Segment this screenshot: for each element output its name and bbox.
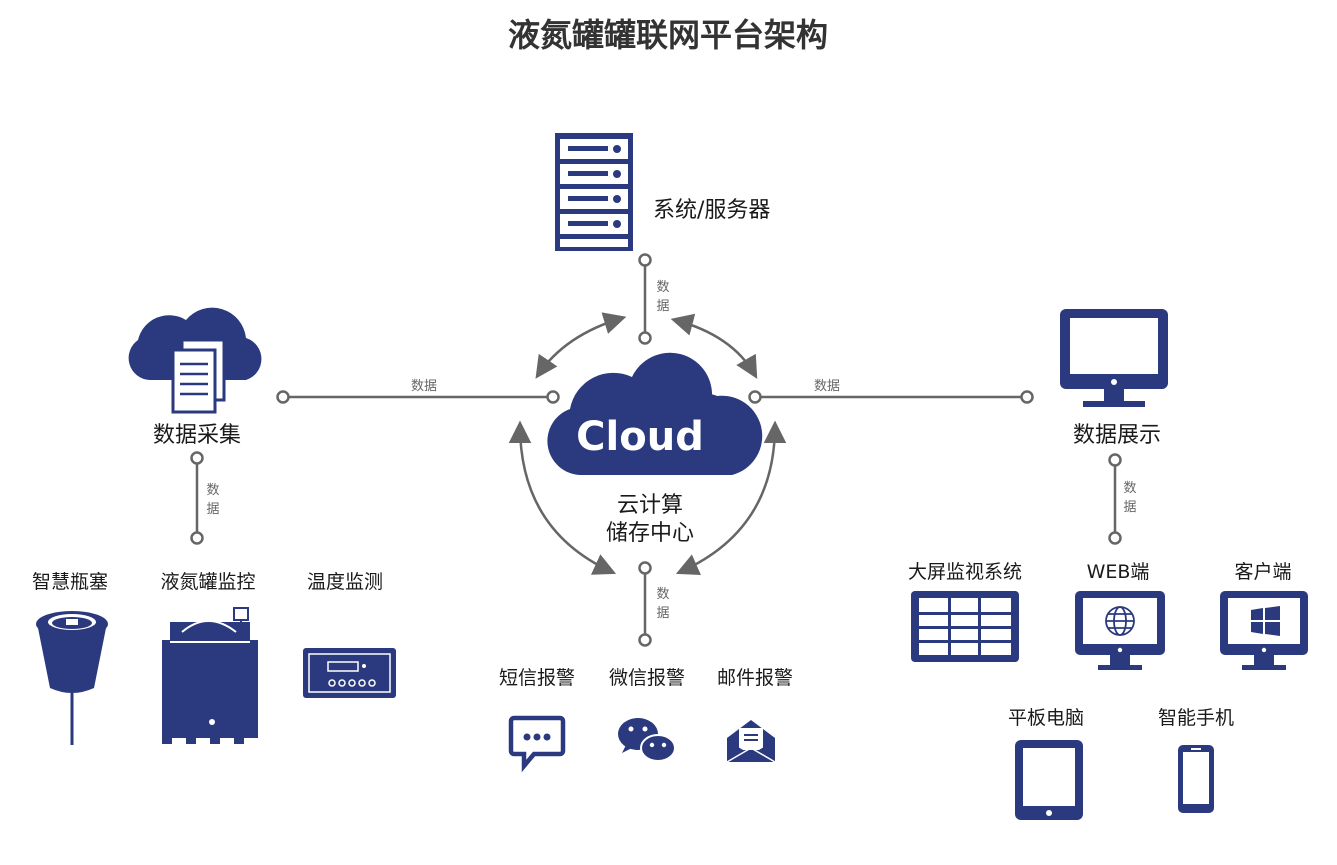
edge-label-left: 数据: [411, 379, 437, 394]
client-label-tablet: 平板电脑: [1008, 707, 1084, 729]
client-label-bigscreen: 大屏监视系统: [908, 561, 1022, 583]
display-node: 数据展示: [1060, 309, 1168, 448]
client-label-web: WEB端: [1087, 561, 1150, 583]
display-label: 数据展示: [1073, 423, 1161, 448]
cloud-icon: [547, 352, 763, 475]
edge-label-bottom-2: 据: [656, 606, 669, 621]
temperature-monitor-icon: [303, 648, 396, 698]
email-icon: [726, 720, 776, 763]
bottle-stopper-icon: [36, 611, 108, 745]
display-clients: 大屏监视系统 WEB端 客户端 平板电脑 智能手机: [908, 561, 1308, 820]
alarm-label-sms: 短信报警: [499, 667, 575, 689]
device-label-tank: 液氮罐监控: [160, 571, 255, 593]
edge-label-acq-1: 数: [206, 483, 219, 498]
diagram-title: 液氮罐罐联网平台架构: [508, 16, 828, 54]
edge-label-top-2: 据: [656, 299, 669, 314]
client-label-phone: 智能手机: [1158, 707, 1234, 729]
client-label-desktop: 客户端: [1234, 561, 1291, 583]
acquisition-node: 数据采集: [128, 307, 262, 448]
wechat-icon: [618, 718, 676, 762]
edge-label-disp-1: 数: [1123, 481, 1136, 496]
smartphone-icon: [1178, 745, 1214, 813]
connector-lines: [195, 260, 1117, 640]
acquisition-devices: 智慧瓶塞 液氮罐监控 温度监测: [32, 571, 396, 745]
cloud-word: Cloud: [576, 414, 704, 460]
circulation-arrows: [508, 312, 787, 576]
monitor-icon: [1060, 309, 1168, 407]
connector-endpoints: [190, 253, 1122, 647]
alarm-label-email: 邮件报警: [717, 667, 793, 689]
cloud-documents-icon: [128, 307, 262, 414]
tablet-icon: [1015, 740, 1083, 820]
device-label-stopper: 智慧瓶塞: [32, 571, 108, 593]
alarm-label-wechat: 微信报警: [609, 667, 685, 689]
web-monitor-icon: [1075, 591, 1165, 670]
nitrogen-tank-icon: [162, 607, 258, 744]
server-label: 系统/服务器: [653, 198, 770, 223]
server-node: 系统/服务器: [555, 133, 770, 251]
big-screen-icon: [911, 591, 1019, 662]
cloud-label-line2: 储存中心: [606, 521, 694, 546]
cloud-center-node: Cloud 云计算 储存中心: [547, 352, 763, 546]
server-rack-icon: [555, 133, 633, 251]
edge-label-right: 数据: [814, 379, 840, 394]
edge-label-acq-2: 据: [206, 502, 219, 517]
edge-label-bottom-1: 数: [656, 587, 669, 602]
windows-monitor-icon: [1220, 591, 1308, 670]
device-label-temperature: 温度监测: [307, 571, 383, 593]
acquisition-label: 数据采集: [153, 423, 241, 448]
alarm-channels: 短信报警 微信报警 邮件报警: [499, 667, 793, 773]
cloud-label-line1: 云计算: [617, 493, 683, 518]
edge-label-top-1: 数: [656, 280, 669, 295]
edge-label-disp-2: 据: [1123, 500, 1136, 515]
sms-icon: [508, 715, 566, 773]
